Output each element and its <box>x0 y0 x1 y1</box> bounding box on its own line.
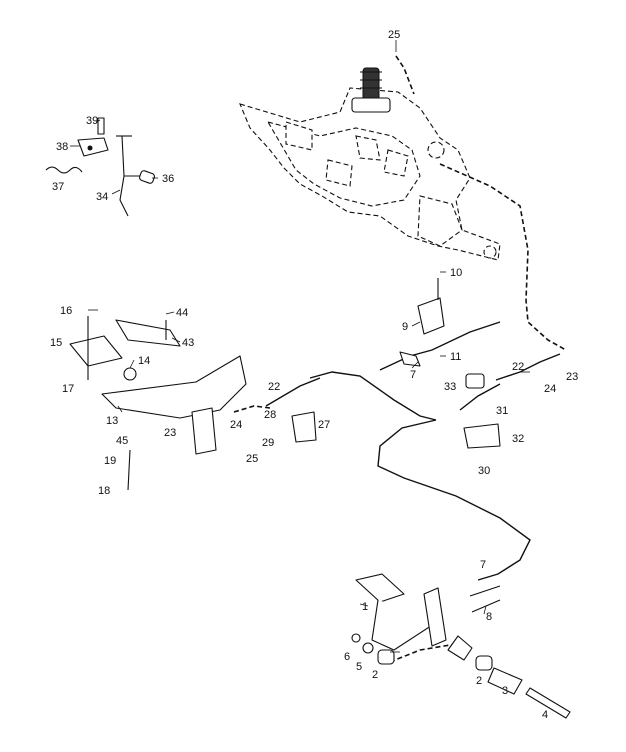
callout-28: 28 <box>264 409 276 421</box>
callout-34: 34 <box>96 191 108 203</box>
callout-25-bottom: 25 <box>246 453 258 465</box>
callout-25-top: 25 <box>388 29 400 41</box>
callout-labels: 25 39 38 37 36 34 10 9 11 7 16 44 43 15 … <box>50 29 578 721</box>
callout-11: 11 <box>450 351 461 363</box>
callout-24-left: 24 <box>230 419 242 431</box>
callout-37: 37 <box>52 181 64 193</box>
callout-22-left: 22 <box>268 381 280 393</box>
callout-43: 43 <box>182 337 194 349</box>
callout-4: 4 <box>542 709 548 721</box>
callout-14: 14 <box>138 355 150 367</box>
parking-brake-linkage <box>45 117 155 217</box>
foot-pedal-assembly <box>69 316 247 491</box>
callout-38: 38 <box>56 141 68 153</box>
callout-9: 9 <box>402 321 408 333</box>
callout-13: 13 <box>106 415 118 427</box>
callout-32: 32 <box>512 433 524 445</box>
callout-6: 6 <box>344 651 350 663</box>
callout-10: 10 <box>450 267 462 279</box>
callout-44: 44 <box>176 307 188 319</box>
callout-3: 3 <box>502 685 508 697</box>
callout-36: 36 <box>162 173 174 185</box>
callout-7-lower: 7 <box>480 559 486 571</box>
callout-5: 5 <box>356 661 362 673</box>
drive-pedal-assembly <box>351 573 571 719</box>
cable-brackets <box>291 278 501 449</box>
callout-22-right: 22 <box>512 361 524 373</box>
callout-33: 33 <box>444 381 456 393</box>
callout-39: 39 <box>86 115 98 127</box>
callout-31: 31 <box>496 405 508 417</box>
callout-1: 1 <box>362 601 368 613</box>
callout-23-left: 23 <box>164 427 176 439</box>
callout-27: 27 <box>318 419 330 431</box>
callout-16: 16 <box>60 305 72 317</box>
callout-45: 45 <box>116 435 128 447</box>
callout-15: 15 <box>50 337 62 349</box>
callout-29: 29 <box>262 437 274 449</box>
callout-8: 8 <box>486 611 492 623</box>
callout-2-left: 2 <box>372 669 378 681</box>
callout-7-upper: 7 <box>410 369 416 381</box>
leader-lines <box>70 40 530 653</box>
transaxle-assembly <box>239 67 501 261</box>
callout-17: 17 <box>62 383 74 395</box>
callout-23-right: 23 <box>566 371 578 383</box>
callout-24-right: 24 <box>544 383 556 395</box>
callout-2-right: 2 <box>476 675 482 687</box>
callout-30: 30 <box>478 465 490 477</box>
callout-18: 18 <box>98 485 110 497</box>
callout-19: 19 <box>104 455 116 467</box>
control-cables <box>233 55 567 663</box>
